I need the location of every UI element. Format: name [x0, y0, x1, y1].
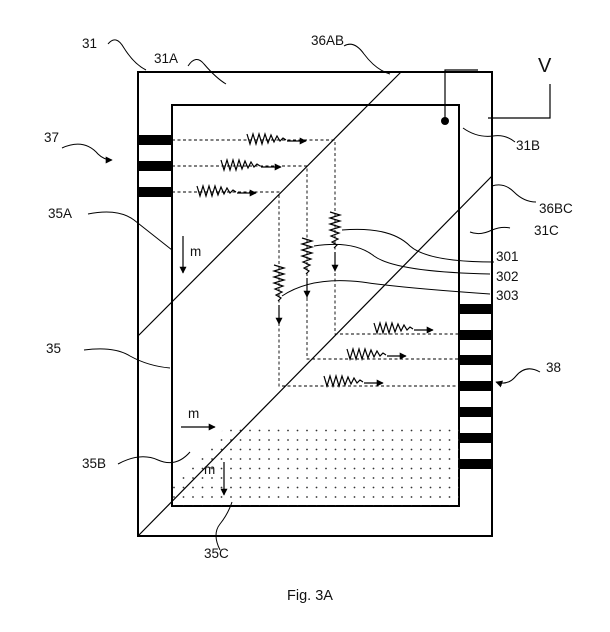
- label-37: 37: [44, 130, 59, 145]
- wave-packets-upper: [196, 131, 307, 199]
- domain-wall-36bc: [137, 175, 493, 537]
- label-31c: 31C: [534, 223, 559, 238]
- label-35: 35: [46, 341, 61, 356]
- label-m-35c: m: [204, 462, 215, 477]
- label-303: 303: [496, 288, 519, 303]
- voltage-terminal: [441, 69, 551, 125]
- label-35c: 35C: [204, 546, 229, 561]
- label-301: 301: [496, 249, 519, 264]
- voltage-label: V: [538, 55, 552, 77]
- domain-wall-36ab: [137, 71, 402, 337]
- contact-bars-37: [138, 135, 172, 197]
- wave-packets-vertical: [271, 211, 343, 325]
- label-m-35a: m: [190, 244, 201, 259]
- label-31a: 31A: [154, 51, 178, 66]
- label-302: 302: [496, 269, 519, 284]
- label-m-35b: m: [188, 406, 199, 421]
- label-31: 31: [82, 36, 97, 51]
- wave-packets-lower: [323, 320, 434, 389]
- label-35a: 35A: [48, 206, 72, 221]
- label-35b: 35B: [82, 456, 106, 471]
- label-38: 38: [546, 360, 561, 375]
- label-36bc: 36BC: [539, 201, 573, 216]
- label-36ab: 36AB: [311, 33, 344, 48]
- dotted-region-35c: [172, 428, 459, 506]
- contact-bars-38: [459, 304, 492, 469]
- leader-lines: [61, 39, 541, 551]
- figure-caption: Fig. 3A: [287, 588, 333, 604]
- label-31b: 31B: [516, 138, 540, 153]
- dashed-paths: [172, 139, 459, 387]
